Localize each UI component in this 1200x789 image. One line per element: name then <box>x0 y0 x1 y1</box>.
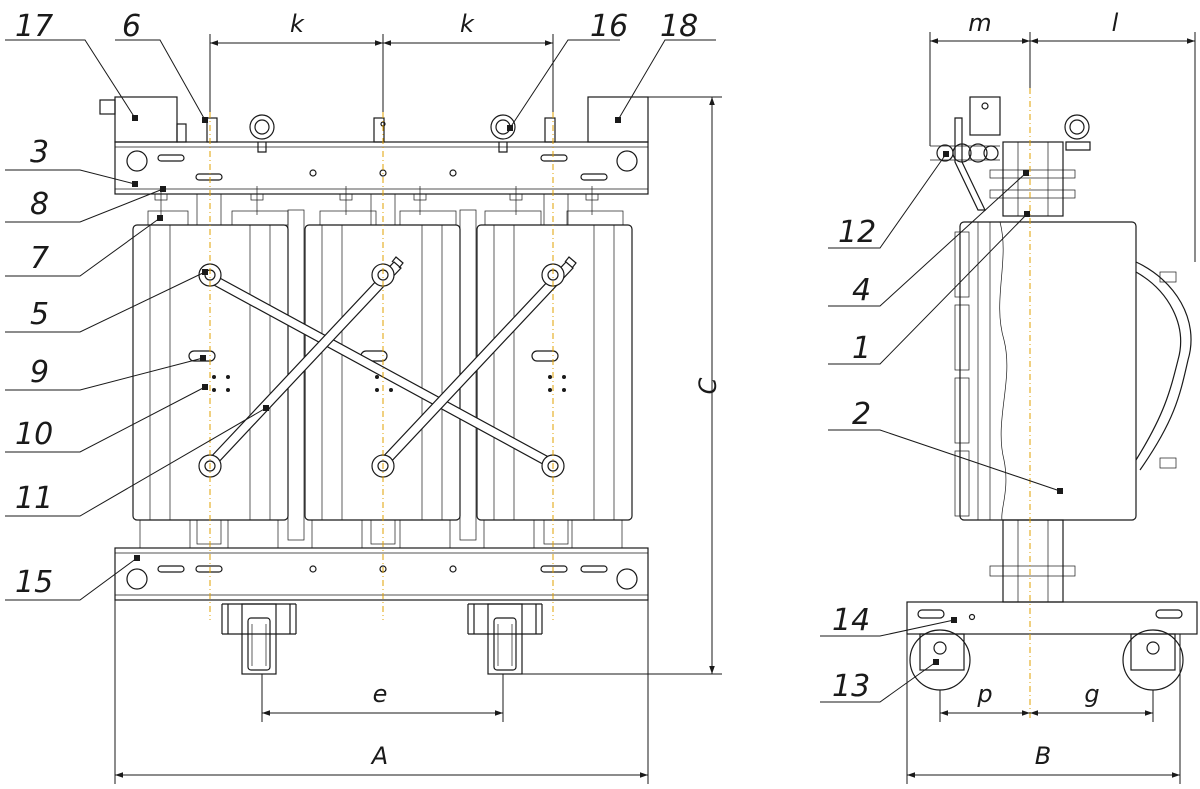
terminal-box-tab <box>99 99 116 115</box>
top-clamp-bolts <box>147 186 624 226</box>
dimension-B: B <box>906 634 1181 784</box>
callout-9: 9 <box>30 355 49 390</box>
callout-3: 3 <box>30 135 49 170</box>
beam-slot <box>540 154 568 162</box>
callout-11: 11 <box>15 481 53 516</box>
side-view: m l p g B <box>906 9 1198 784</box>
clamp-bolt <box>989 189 1076 199</box>
beam-hole <box>449 565 457 573</box>
lifting-eye-left <box>249 114 275 153</box>
dimension-k: k k <box>209 10 554 112</box>
callout-5: 5 <box>30 297 49 332</box>
dimension-p-g: p g <box>939 680 1154 722</box>
dimension-C: C <box>503 96 722 675</box>
clamp-bolt <box>989 565 1076 577</box>
base-slot <box>1155 609 1183 619</box>
side-lv-bracket <box>1135 261 1192 471</box>
dim-label-e: e <box>373 680 388 708</box>
dim-label-k1: k <box>290 10 305 38</box>
dim-label-m: m <box>968 9 991 37</box>
beam-slot <box>195 565 223 573</box>
callout-8: 8 <box>30 187 49 222</box>
side-wheel-right <box>1122 629 1184 691</box>
top-yoke-beam <box>114 141 649 195</box>
dimension-m-l: m l <box>929 9 1196 262</box>
beam-slot <box>157 154 185 162</box>
beam-slot <box>157 565 185 573</box>
callout-13: 13 <box>832 669 870 704</box>
dimension-A: A <box>114 600 649 784</box>
beam-hole-left <box>126 150 148 172</box>
callout-4: 4 <box>852 273 871 308</box>
beam-hole-left <box>126 568 148 590</box>
callout-2: 2 <box>852 397 871 432</box>
coil-segment <box>954 231 970 298</box>
bottom-yoke-beam <box>114 547 649 601</box>
base-slot <box>917 609 945 619</box>
hv-bracket <box>954 96 1001 211</box>
side-coil-body <box>959 221 1137 521</box>
beam-slot <box>540 565 568 573</box>
callout-7: 7 <box>30 241 49 276</box>
beam-hole <box>309 565 317 573</box>
coil-segment <box>954 377 970 444</box>
beam-slot <box>580 173 608 181</box>
beam-slot <box>195 173 223 181</box>
side-wheel-left <box>909 629 971 691</box>
connection-bars <box>200 256 577 470</box>
callout-14: 14 <box>832 603 870 638</box>
coil-cutaway <box>999 221 1008 521</box>
dim-label-k2: k <box>460 10 475 38</box>
beam-hole <box>449 169 457 177</box>
callout-17: 17 <box>15 9 53 44</box>
callout-15: 15 <box>15 565 53 600</box>
side-top-clamp <box>1002 141 1064 217</box>
top-terminal-left <box>206 117 218 143</box>
wheel-right <box>467 603 543 675</box>
callout-18: 18 <box>660 9 698 44</box>
terminal-box-side <box>176 123 187 143</box>
coil-segment <box>954 450 970 517</box>
wheel-left <box>221 603 297 675</box>
callout-12: 12 <box>838 215 876 250</box>
dim-label-p: p <box>976 680 992 708</box>
dim-label-C: C <box>694 377 722 394</box>
terminal-box-17 <box>114 96 178 143</box>
beam-hole <box>309 169 317 177</box>
clamp-bolt <box>989 169 1076 179</box>
callout-1: 1 <box>852 331 871 366</box>
lifting-eye-side <box>1064 114 1091 151</box>
beam-hole-right <box>616 568 638 590</box>
lifting-eye-right <box>490 114 516 153</box>
base-hole <box>968 613 976 621</box>
dim-label-B: B <box>1035 742 1051 770</box>
side-bottom-clamp <box>1002 519 1064 603</box>
coil-segment <box>954 304 970 371</box>
callout-10: 10 <box>15 417 53 452</box>
callout-6: 6 <box>122 9 141 44</box>
beam-slot <box>580 565 608 573</box>
tap-plate-right <box>531 350 566 392</box>
beam-hole-right <box>616 150 638 172</box>
base-frame <box>906 601 1198 635</box>
front-view: k k C e A <box>99 10 722 784</box>
insulator-12 <box>930 143 1000 163</box>
dimension-e: e <box>261 674 504 722</box>
dim-label-g: g <box>1084 680 1099 708</box>
dim-label-l: l <box>1112 9 1119 37</box>
dim-label-A: A <box>370 742 388 770</box>
callouts: 17 6 16 18 3 8 7 5 9 10 11 15 1 <box>5 9 1063 704</box>
callout-16: 16 <box>590 9 628 44</box>
